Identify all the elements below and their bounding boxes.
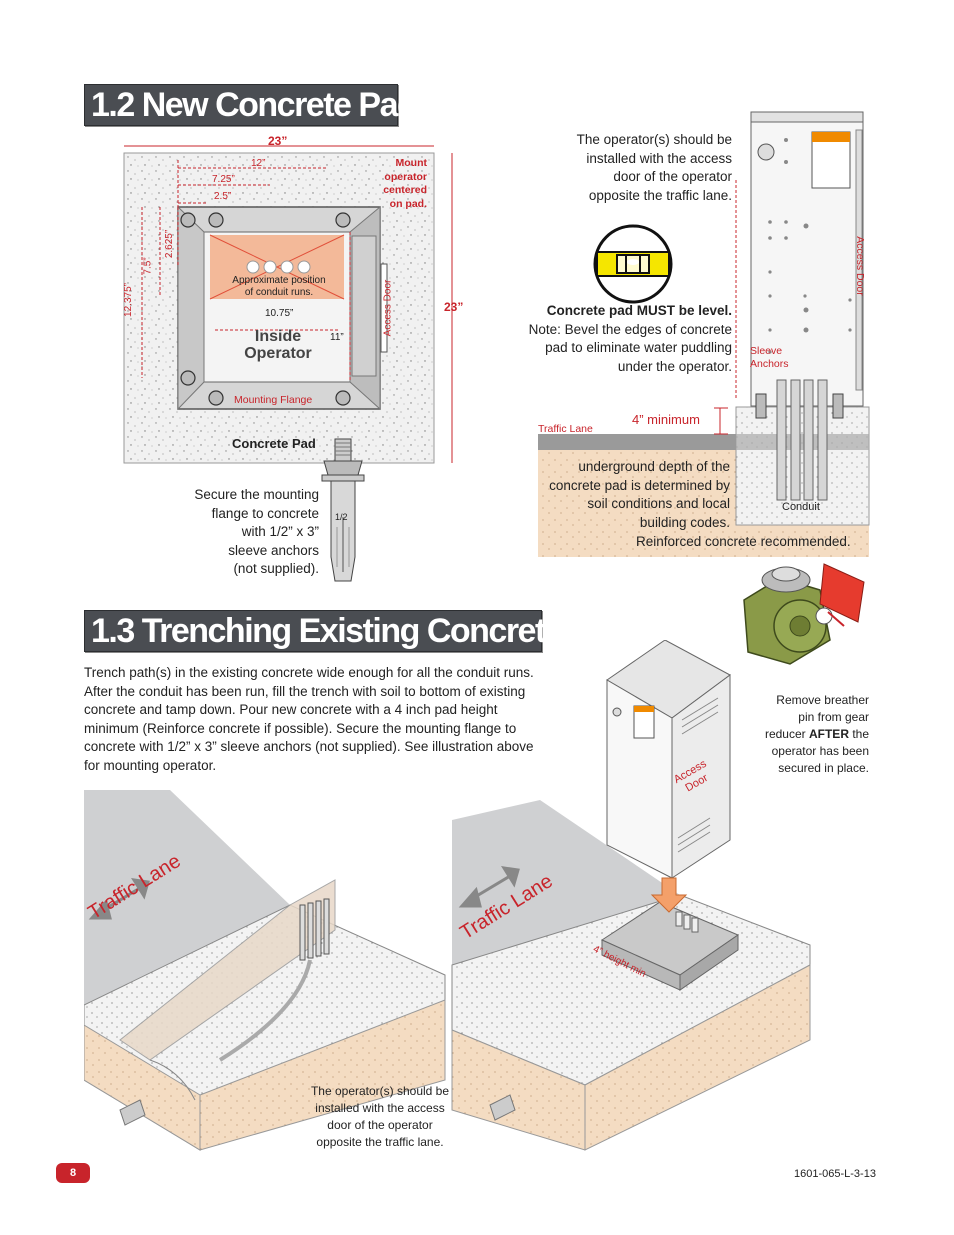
trench-illustrations — [84, 640, 811, 1151]
sleeve-anchor-illustration — [321, 438, 365, 582]
dim-height-label: 23” — [444, 300, 464, 314]
concrete-pad-label: Concrete Pad — [232, 436, 316, 451]
access-door-top-label: Access Door — [382, 279, 394, 337]
side-access-door-label: Access Door — [853, 236, 866, 296]
dim-75-label: 7.5” — [142, 257, 154, 275]
four-inch-minimum-label: 4” minimum — [632, 412, 700, 427]
gear-reducer-illustration — [743, 563, 865, 665]
pad-top-view-diagram — [123, 145, 453, 464]
dim-725-label: 7.25” — [212, 174, 235, 185]
mounting-flange-label: Mounting Flange — [234, 394, 313, 406]
page-number-badge: 8 — [56, 1163, 90, 1183]
anchor-size-label: 1/2 — [335, 512, 348, 522]
breather-note: Remove breather pin from gear reducer AF… — [764, 693, 869, 775]
dim-11-label: 11” — [330, 332, 344, 343]
side-traffic-lane-label: Traffic Lane — [538, 423, 593, 435]
reinforced-note: Reinforced concrete recommended. — [636, 534, 851, 549]
dim-25-label: 2.5” — [214, 191, 232, 202]
dim-1075-label: 10.75” — [265, 308, 294, 319]
section-1-3-heading: 1.3 Trenching Existing Concrete — [84, 610, 564, 652]
level-icon — [593, 224, 673, 304]
dim-12-label: 12” — [251, 158, 266, 169]
dim-2625-label: 2.625” — [164, 229, 176, 259]
trenching-body-text: Trench path(s) in the existing concrete … — [84, 665, 534, 773]
conduit-label: Conduit — [782, 501, 820, 513]
dim-12375-label: 12.375” — [122, 283, 134, 317]
side-view-diagram — [538, 111, 870, 557]
document-code: 1601-065-L-3-13 — [794, 1168, 876, 1180]
level-note: Concrete pad MUST be level. Note: Bevel … — [528, 303, 732, 374]
dim-width-label: 23” — [268, 134, 288, 148]
section-1-2-heading: 1.2 New Concrete Pad — [84, 84, 418, 126]
